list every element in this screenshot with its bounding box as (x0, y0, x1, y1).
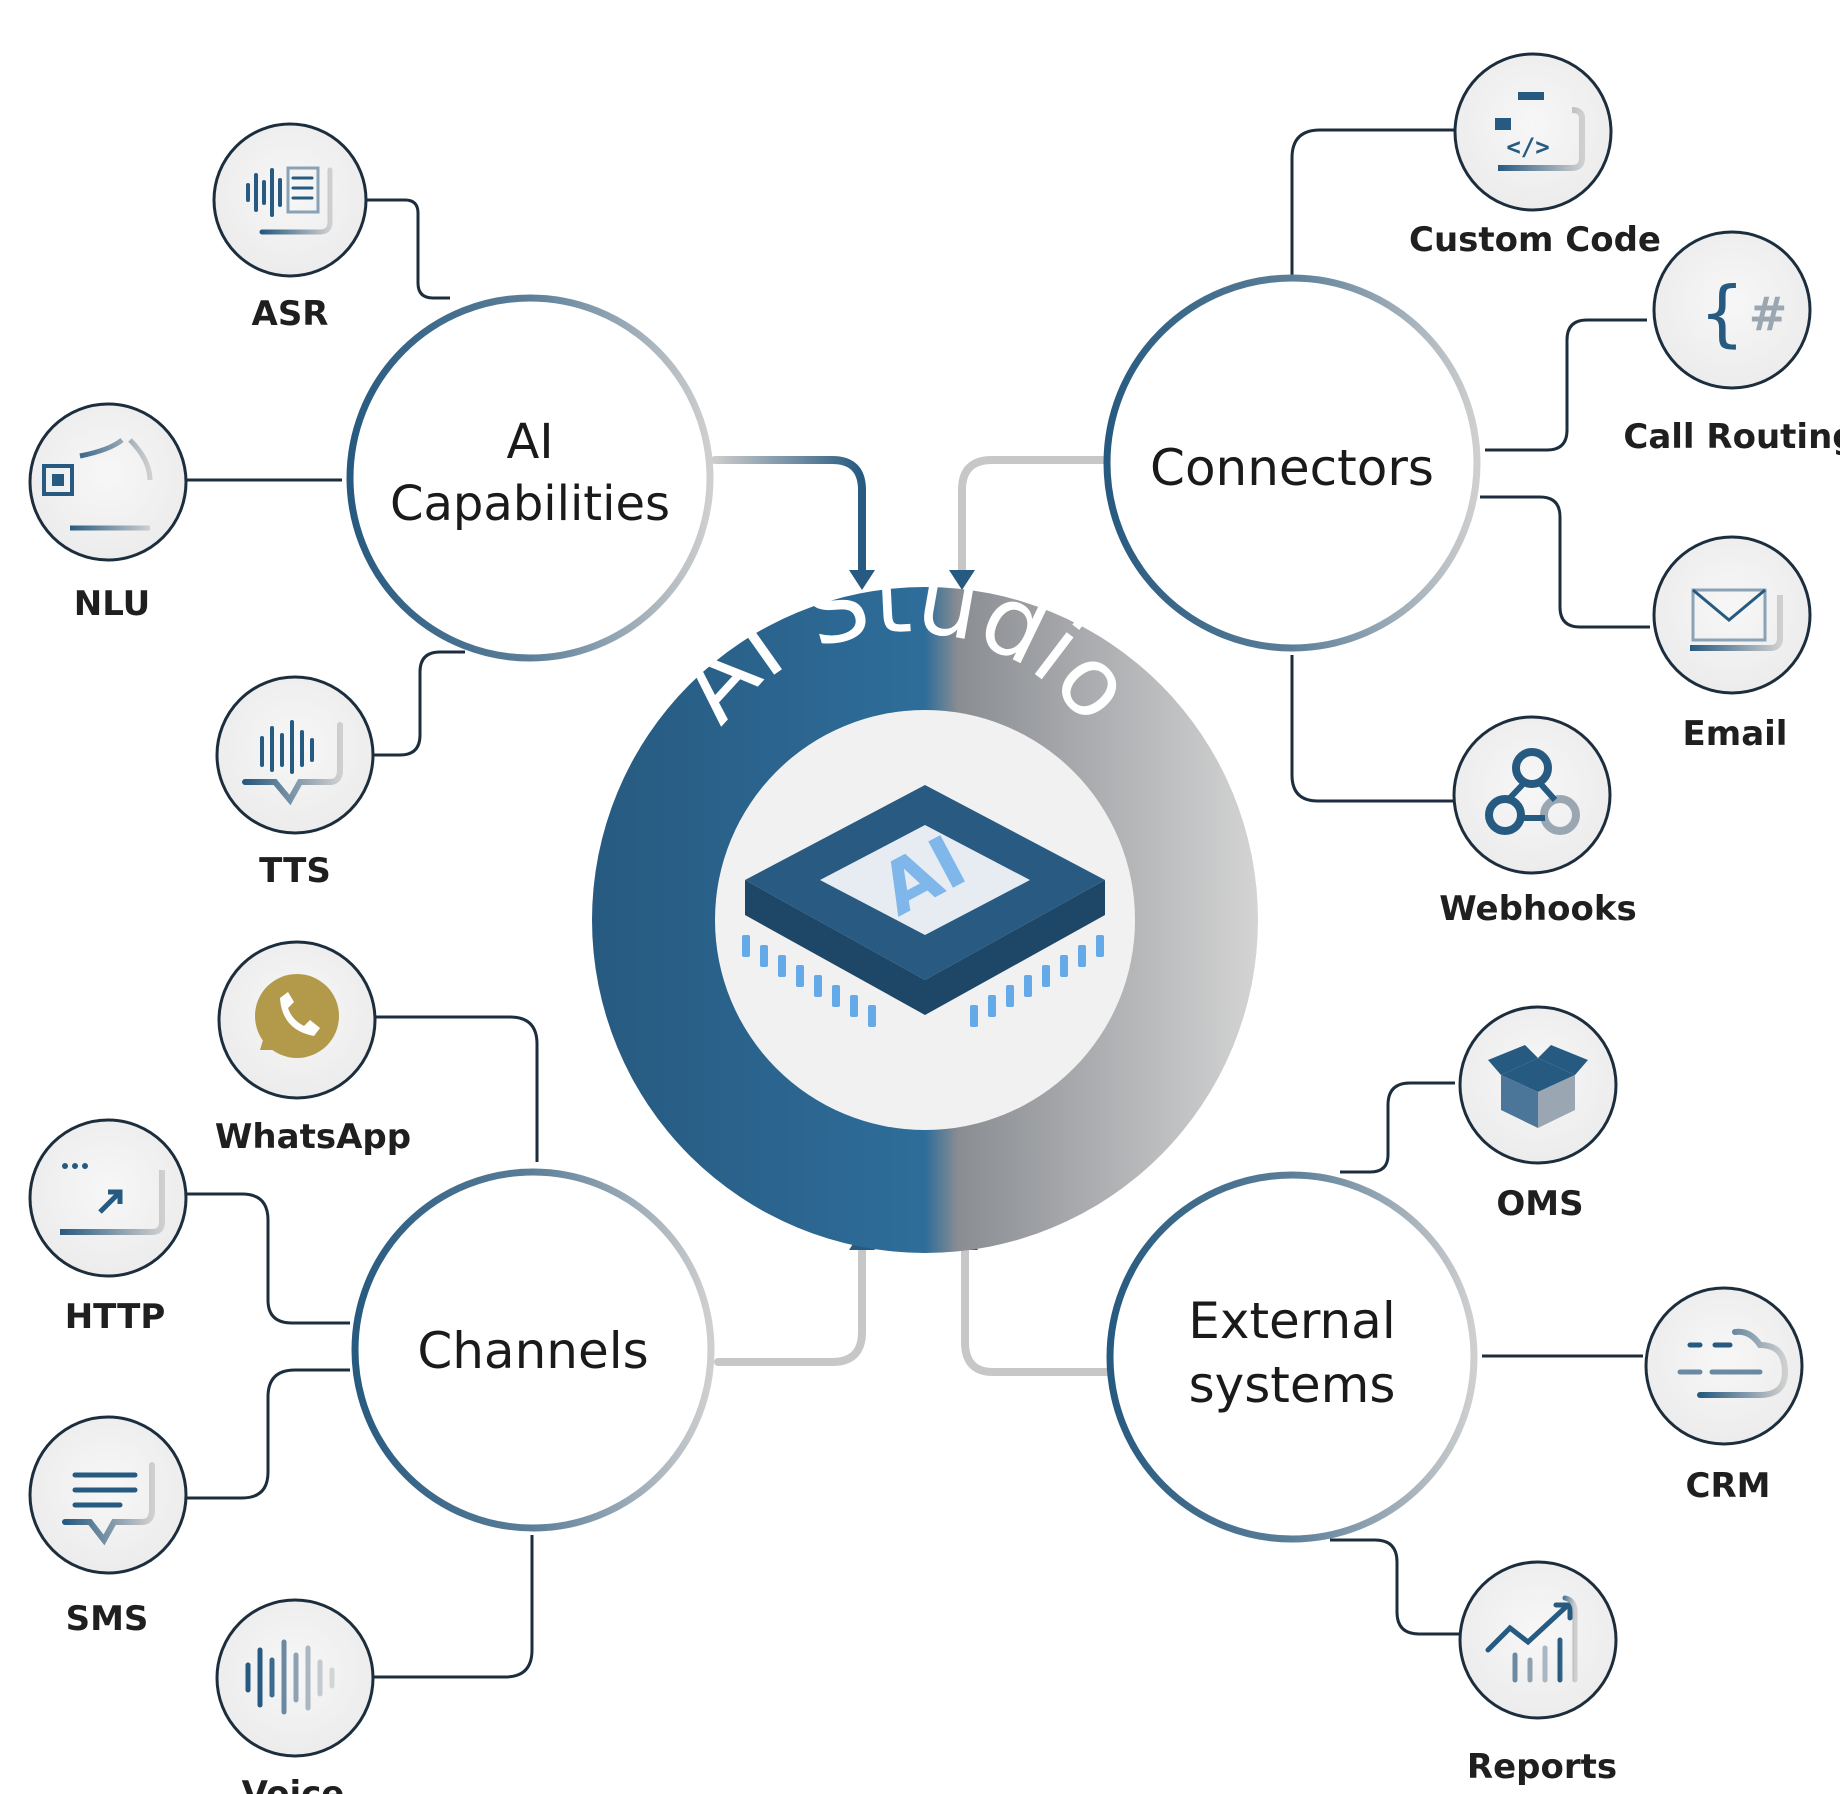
node-tts-label: TTS (259, 851, 331, 891)
hub-external-line2: systems (1189, 1356, 1396, 1414)
arrow-ai-capabilities (711, 456, 866, 574)
hub-connectors-label: Connectors (1150, 439, 1434, 497)
hub-ai-capabilities-line2: Capabilities (390, 476, 670, 532)
node-sms[interactable]: SMS (28, 1415, 188, 1639)
whatsapp-icon (255, 974, 339, 1058)
arrow-external (961, 1246, 1119, 1376)
hub-channels-label: Channels (417, 1322, 648, 1380)
ai-chip-icon: AI (742, 785, 1105, 1027)
voice-waveform-icon (245, 1639, 335, 1715)
node-crm-label: CRM (1686, 1466, 1771, 1506)
node-reports[interactable]: Reports (1458, 1560, 1618, 1787)
line-voice (373, 1535, 534, 1679)
connector-lines (186, 128, 1650, 1679)
hub-external-systems[interactable]: External systems (1106, 1171, 1478, 1543)
line-custom-code (1290, 128, 1455, 275)
node-nlu[interactable]: NLU (28, 402, 188, 624)
node-call-routing[interactable]: { # Call Routing (1623, 230, 1840, 457)
hub-connectors[interactable]: Connectors (1103, 274, 1481, 652)
nlu-chip-icon (42, 438, 153, 531)
code-brackets-icon: </> (1495, 92, 1585, 171)
line-oms (1340, 1081, 1455, 1174)
cloud-icon (1677, 1328, 1789, 1398)
node-oms-label: OMS (1496, 1184, 1583, 1224)
line-reports (1330, 1538, 1459, 1636)
node-http-label: HTTP (65, 1297, 166, 1337)
hub-ai-capabilities-line1: AI (507, 414, 554, 470)
line-whatsapp (375, 1015, 539, 1162)
node-crm[interactable]: CRM (1644, 1286, 1804, 1506)
node-reports-label: Reports (1467, 1747, 1617, 1787)
curly-hash-icon: { # (1699, 271, 1787, 355)
node-asr-label: ASR (252, 294, 329, 334)
arrowhead-connectors (949, 570, 975, 590)
svg-text:{: { (1699, 271, 1745, 355)
node-voice-label: Voice (242, 1774, 345, 1794)
node-voice[interactable]: Voice (215, 1598, 375, 1794)
line-tts (372, 650, 465, 757)
line-asr (366, 198, 450, 300)
arrow-connectors (958, 456, 1116, 574)
node-webhooks-label: Webhooks (1439, 889, 1636, 929)
envelope-icon (1690, 588, 1783, 651)
line-webhooks (1290, 655, 1453, 803)
node-email[interactable]: Email (1652, 535, 1812, 754)
box-icon (1488, 1045, 1588, 1128)
hub-channels[interactable]: Channels (351, 1168, 715, 1532)
node-webhooks[interactable]: Webhooks (1439, 715, 1637, 929)
node-asr[interactable]: ASR (212, 122, 368, 334)
svg-text:#: # (1749, 287, 1788, 341)
node-whatsapp[interactable]: WhatsApp (215, 940, 411, 1157)
asr-waveform-icon (246, 166, 333, 235)
center-ai-studio: AI Studio (592, 542, 1258, 1253)
node-email-label: Email (1683, 714, 1788, 754)
tts-speech-icon (242, 720, 343, 806)
chat-bubble-icon (62, 1462, 155, 1546)
line-http (187, 1192, 350, 1325)
node-call-routing-label: Call Routing (1623, 417, 1840, 457)
hub-external-line1: External (1188, 1292, 1395, 1350)
chart-trend-icon (1485, 1595, 1578, 1683)
node-http[interactable]: HTTP (28, 1118, 188, 1337)
line-call-routing (1485, 318, 1647, 452)
node-tts[interactable]: TTS (215, 675, 375, 891)
node-custom-code-label: Custom Code (1409, 220, 1661, 260)
svg-text:</>: </> (1506, 133, 1549, 161)
arrow-channels (714, 1246, 866, 1366)
node-custom-code[interactable]: </> Custom Code (1409, 52, 1661, 260)
node-whatsapp-label: WhatsApp (215, 1117, 411, 1157)
arrowhead-ai (849, 570, 875, 590)
node-oms[interactable]: OMS (1458, 1005, 1618, 1224)
webhook-icon (1485, 748, 1580, 835)
browser-window-icon (60, 1163, 165, 1235)
node-sms-label: SMS (66, 1599, 149, 1639)
line-sms (187, 1368, 350, 1500)
node-nlu-label: NLU (74, 584, 151, 624)
hub-arrows (711, 456, 1119, 1376)
line-email (1480, 495, 1650, 629)
hub-ai-capabilities[interactable]: AI Capabilities (346, 294, 714, 662)
